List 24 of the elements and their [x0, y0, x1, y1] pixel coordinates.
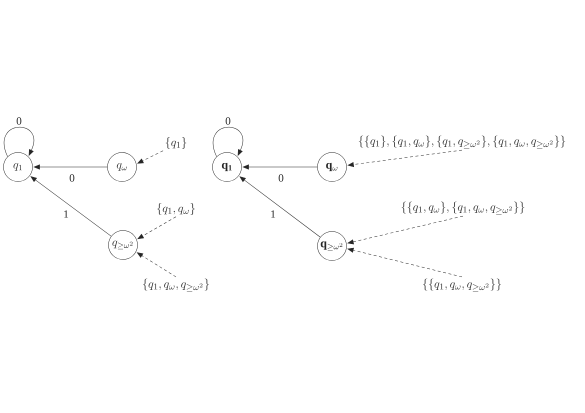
set-annotation: $\{\{q_1, q_\omega, q_{\geq\omega^2}\}\}$	[422, 278, 502, 292]
self-loop-arrow	[212, 126, 243, 157]
edge-label: 0	[70, 174, 74, 182]
dashed-arrow	[136, 252, 176, 278]
edge-label: 0	[278, 174, 284, 182]
dashed-arrow	[348, 248, 462, 278]
self-loop-arrow	[4, 126, 34, 157]
set-annotation: $\{q_1, q_\omega, q_{\geq\omega^2}\}$	[142, 278, 210, 292]
dashed-arrow	[138, 216, 176, 240]
set-annotation: $\{\{q_1\}, \{q_1, q_\omega\}, \{q_1, q_{\geq\omega^2}\}, \{q_1, q_\omega, q_{\geq\omega^2}\}\}$	[358, 136, 566, 148]
set-annotation: $\{q_1, q_\omega\}$	[157, 203, 195, 215]
arrow	[34, 164, 108, 170]
dashed-arrow	[137, 150, 164, 164]
dashed-arrow	[348, 150, 462, 167]
edge-label: 1	[271, 210, 276, 218]
set-annotation: $\{q_1\}$	[166, 137, 186, 149]
edge-label: 0	[226, 117, 230, 125]
dashed-arrow	[348, 216, 464, 244]
edge-label: 1	[64, 210, 68, 218]
arrow	[240, 176, 320, 238]
set-annotation: $\{\{q_1, q_\omega\}, \{q_1, q_\omega, q_{\geq\omega^2}\}\}$	[402, 202, 524, 214]
edge-label: 0	[16, 117, 22, 125]
arrow	[30, 176, 112, 236]
arrow	[242, 164, 318, 170]
